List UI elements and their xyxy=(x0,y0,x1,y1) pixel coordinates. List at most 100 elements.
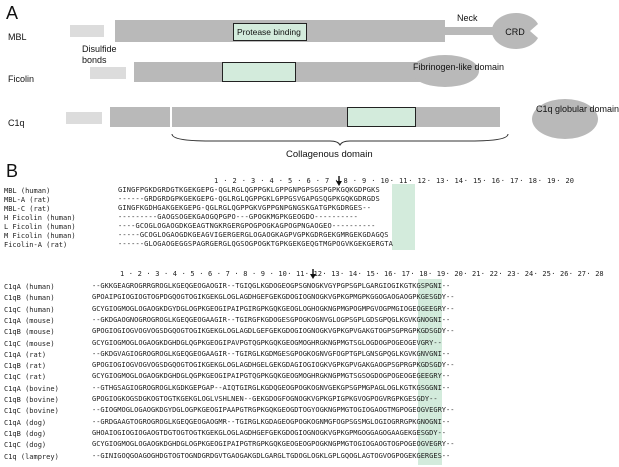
position-number: 13 xyxy=(436,177,445,185)
sequence-name: MBL (human) xyxy=(4,187,51,195)
position-number: 25 xyxy=(542,270,551,278)
position-tick: · xyxy=(568,270,574,278)
position-number: 8 xyxy=(343,177,348,185)
sequence-name: C1qB (mouse) xyxy=(4,328,55,337)
sequence-string: --GKKGEAGROGRRGROGLKGEQGEOGAOGIR--TGIQGL… xyxy=(92,282,451,290)
sequence-name: C1qA (human) xyxy=(4,283,55,291)
crd-label: CRD xyxy=(505,27,525,37)
position-number: 5 xyxy=(288,177,293,185)
position-tick: · xyxy=(537,177,542,185)
position-tick: · xyxy=(445,270,450,278)
position-number: 15 xyxy=(473,177,482,185)
position-tick: · xyxy=(260,177,265,185)
sequence-string: GHOAIOGIOGIOGAOGTDGTOGTOGTKGEKGLOGLAGDHG… xyxy=(92,428,447,437)
collagenous-domain-label: Collagenous domain xyxy=(286,149,373,160)
position-number: 6 xyxy=(208,270,213,278)
position-tick: · xyxy=(234,270,239,278)
position-number: 24 xyxy=(524,270,534,278)
position-number: 20 xyxy=(565,177,574,185)
c1q-signal-segment xyxy=(66,112,102,124)
position-number: 3 xyxy=(155,270,160,278)
position-tick: · xyxy=(297,177,302,185)
c1q-row-label: C1q xyxy=(8,118,25,128)
position-tick: · xyxy=(278,177,283,185)
position-number: 9 xyxy=(362,177,367,185)
position-number: 2 xyxy=(232,177,237,185)
position-number: 6 xyxy=(306,177,311,185)
position-tick: · xyxy=(269,270,274,278)
position-number: 9 xyxy=(260,270,266,278)
position-number: 15 xyxy=(366,270,375,278)
position-number: 5 xyxy=(190,270,195,278)
sequence-string: --GIOGMOGLOGAOGKDGYDGLOGPKGEOGIPAAPGTRGP… xyxy=(92,406,455,415)
sequence-string: GINGFPGKDGRDGTKGEKGEPG-QGLRGLQGPPGKLGPPG… xyxy=(118,186,380,194)
position-tick: · xyxy=(533,270,538,278)
position-tick: · xyxy=(352,177,357,185)
sequence-name: C1qB (rat) xyxy=(4,362,47,371)
position-tick: · xyxy=(480,270,486,278)
position-tick: · xyxy=(146,270,151,278)
sequence-string: --GINIGOQGOAGOGHDGTOGTOGNDGRDGVTGAOGAKGD… xyxy=(92,451,451,460)
position-number: 19 xyxy=(547,177,556,185)
sequence-string: GPOAIPGIOGIOGTOGPDGQOGTOGIKGEKGLOGLAGDHG… xyxy=(92,293,455,302)
conserved-column-highlight xyxy=(418,279,442,465)
position-tick: · xyxy=(371,177,376,185)
protease-binding-label: Protease binding xyxy=(237,27,301,37)
position-number: 16 xyxy=(491,177,500,185)
sequence-string: GPOGIOGKOGSDGKOGTOGTKGEKGLOGLVSHLNEN--GE… xyxy=(92,395,438,403)
ficolin-row-label: Ficolin xyxy=(8,74,35,84)
sequence-name: L Ficolin (human) xyxy=(4,223,76,231)
sequence-string: ------GRDGRDGPKGEKGEPG-QGLRGLQGPPGKLGPPG… xyxy=(118,195,380,203)
conserved-column-highlight xyxy=(392,184,415,250)
panel-a-letter: A xyxy=(6,3,19,23)
sequence-name: C1qC (rat) xyxy=(4,373,47,382)
position-tick: · xyxy=(252,270,257,278)
position-number: 23 xyxy=(507,270,516,278)
position-number: 12 xyxy=(313,270,323,278)
position-number: 4 xyxy=(269,177,274,185)
mbl-row-label: MBL xyxy=(8,32,27,42)
position-number: 21 xyxy=(472,270,481,278)
sequence-name: Ficolin-A (rat) xyxy=(4,241,68,249)
sequence-string: ------GLOGAOGEGGSPAGRGERGLQGSOGPOGKTGPKG… xyxy=(118,240,393,248)
fibrinogen-domain-label: Fibrinogen-like domain xyxy=(413,62,505,72)
position-tick: · xyxy=(410,270,415,278)
panel-b-letter: B xyxy=(6,161,19,181)
sequence-string: --GKDGVAGIOGROGROGLKGEQGEOGAAGIR--TGIRGL… xyxy=(92,349,451,358)
sequence-string: GCYGIOGMOGLOGAOGKDGHDGLOGPKGEOGIPAIPGTRG… xyxy=(92,440,455,449)
sequence-string: --GTHGSAGIOGROGROGLKGDKGEPGAP--AIQTGIRGL… xyxy=(92,383,451,392)
position-number: 10 xyxy=(380,177,389,185)
sequence-name: C1qC (mouse) xyxy=(4,339,55,348)
position-tick: · xyxy=(482,177,487,185)
position-tick: · xyxy=(287,270,292,278)
position-number: 26 xyxy=(560,270,569,278)
sequence-string: GPOGIOGIOGVOGVOGSDGQOGTOGIKGEKGLOGLAGDLG… xyxy=(92,327,455,336)
position-number: 10 xyxy=(278,270,287,278)
c1q-collagen-bar xyxy=(172,107,500,127)
mbl-crd-shape xyxy=(491,13,538,50)
position-number: 12 xyxy=(417,177,426,185)
sequence-string: --GRDGAAGTOGROGROGLKGEQGEOGAOGMR--TGIRGL… xyxy=(92,417,451,426)
sequence-name: C1qC (human) xyxy=(4,305,55,314)
position-tick: · xyxy=(586,270,591,278)
sequence-string: -----GCOGLOGAOGDKGEAGVIGERGERGLOGAOGKAGP… xyxy=(118,231,389,239)
position-tick: · xyxy=(181,270,186,278)
position-number: 17 xyxy=(510,177,519,185)
position-tick: · xyxy=(315,177,320,185)
collagenous-brace xyxy=(171,133,509,147)
position-number: 11 xyxy=(399,177,408,185)
position-tick: · xyxy=(241,177,246,185)
figure: A MBL Protease binding Neck CRD Disulfid… xyxy=(4,3,619,465)
sequence-string: GINGFKGDHGAKGEKGEPG-QGLRGLQGPPGKVGPPGNPG… xyxy=(118,204,372,212)
c1q-segment-1 xyxy=(110,107,170,127)
position-number: 8 xyxy=(243,270,248,278)
position-tick: · xyxy=(551,270,556,278)
sequence-string: GPOGIOGIOGVOGVOGSDGQOGTOGIKGEKGLOGLAGDHG… xyxy=(92,361,455,370)
position-tick: · xyxy=(500,177,505,185)
sequence-name: M Ficolin (human) xyxy=(4,232,76,240)
position-tick: · xyxy=(408,177,413,185)
position-tick: · xyxy=(357,270,362,278)
sequence-string: --GKDGAOGNOGROGROGLKGEQGEOGAAGIR--TGIRGF… xyxy=(92,315,451,324)
position-number: 2 xyxy=(137,270,142,278)
sequence-name: C1qB (dog) xyxy=(4,429,47,438)
